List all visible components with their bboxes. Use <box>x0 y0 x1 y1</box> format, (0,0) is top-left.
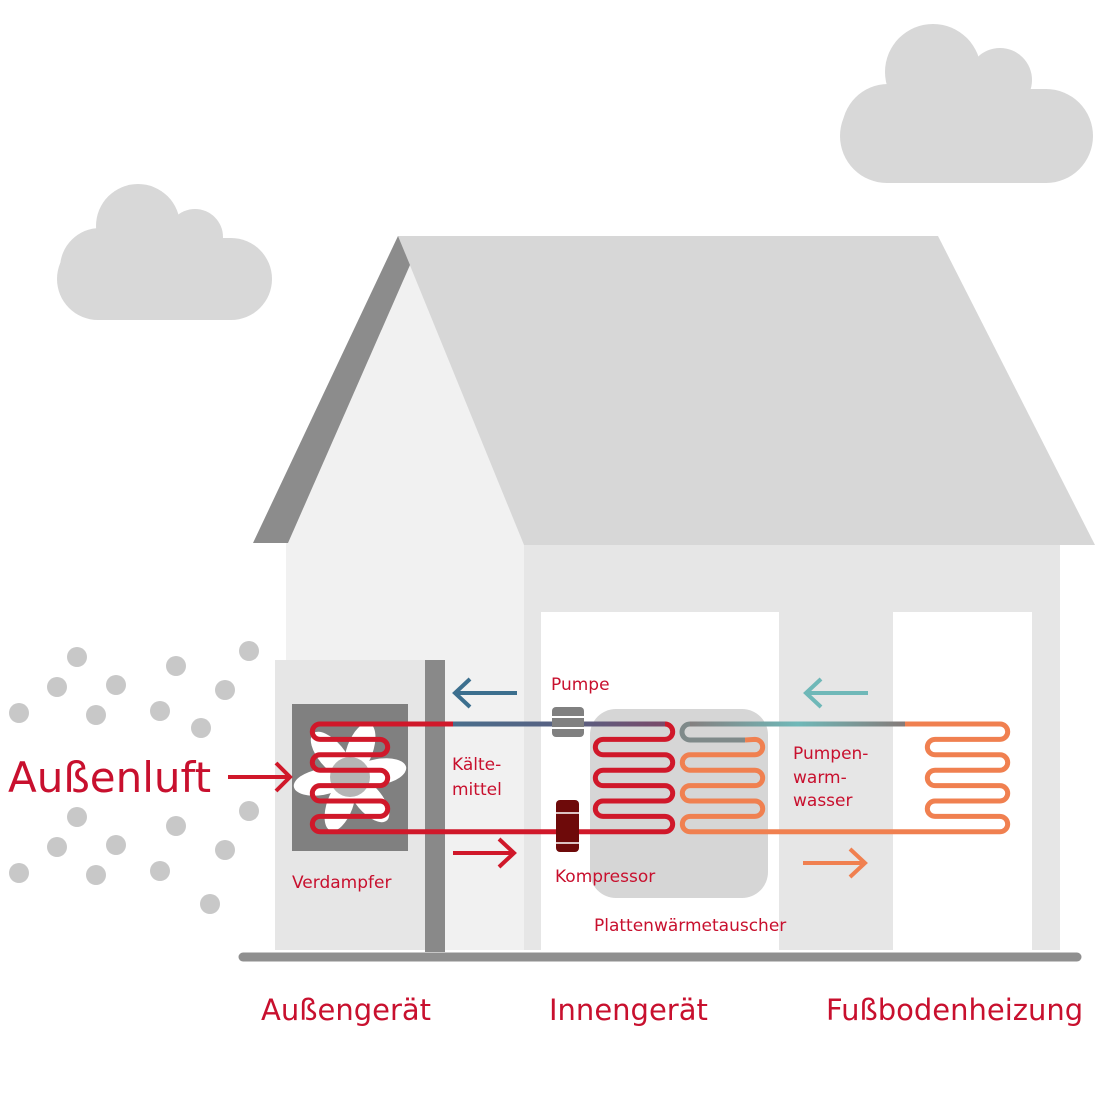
air-particle <box>9 863 29 883</box>
window-right <box>893 612 1032 950</box>
air-particle <box>67 647 87 667</box>
refrigerant-label-2: mittel <box>452 780 502 800</box>
pump-water-label-3: wasser <box>793 791 852 811</box>
evaporator-label: Verdampfer <box>292 873 391 893</box>
refrigerant-label-1: Kälte- <box>452 755 501 775</box>
refrigerant-pipe <box>309 721 676 835</box>
outdoor-unit-label: Außengerät <box>261 993 431 1027</box>
floor-heating-label: Fußbodenheizung <box>826 993 1083 1027</box>
indoor-unit-label: Innengerät <box>549 993 708 1027</box>
air-particle <box>150 861 170 881</box>
arrow-left-refrigerant-icon <box>452 677 517 709</box>
pump-label: Pumpe <box>551 675 610 695</box>
wall-post <box>425 660 445 952</box>
air-particle <box>239 801 259 821</box>
water-return-bend <box>679 721 745 743</box>
air-particle <box>200 894 220 914</box>
cloud-right <box>840 24 1093 183</box>
air-particle <box>166 656 186 676</box>
arrow-outside-air-icon <box>228 761 293 793</box>
plate-heat-exchanger-label: Plattenwärmetauscher <box>594 916 786 936</box>
air-particle <box>106 675 126 695</box>
air-particle <box>215 840 235 860</box>
air-particle <box>106 835 126 855</box>
air-particle <box>47 677 67 697</box>
compressor-label: Kompressor <box>555 867 655 887</box>
air-particle <box>86 865 106 885</box>
water-pipe <box>679 721 1011 835</box>
air-particle <box>86 705 106 725</box>
air-particle <box>166 816 186 836</box>
air-particle <box>239 641 259 661</box>
compressor-icon <box>556 800 579 852</box>
air-particle <box>150 701 170 721</box>
outside-air-particles <box>9 641 259 914</box>
cloud-left <box>57 184 272 320</box>
arrow-left-water-icon <box>803 677 868 709</box>
air-particle <box>191 718 211 738</box>
arrow-right-refrigerant-icon <box>453 837 517 869</box>
air-particle <box>9 703 29 723</box>
roof-edge <box>253 236 410 543</box>
outside-air-label: Außenluft <box>8 753 211 802</box>
air-particle <box>67 807 87 827</box>
pump-water-label-1: Pumpen- <box>793 744 868 764</box>
air-particle <box>47 837 67 857</box>
air-particle <box>215 680 235 700</box>
pump-icon <box>552 707 584 737</box>
roof <box>398 236 1095 545</box>
pump-water-label-2: warm- <box>793 768 847 788</box>
arrow-right-water-icon <box>803 847 868 879</box>
